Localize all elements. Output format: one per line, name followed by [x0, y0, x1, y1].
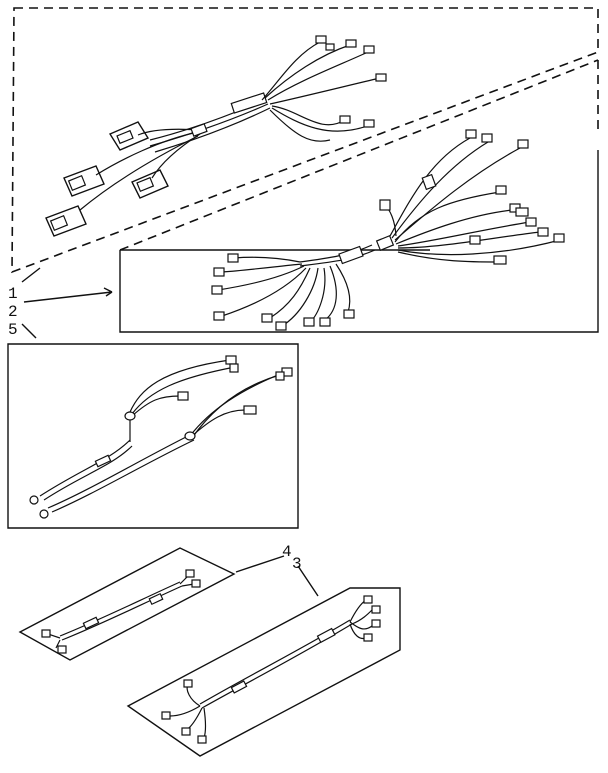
connector-block-d [45, 205, 87, 237]
part-1-group-border [11, 7, 599, 274]
leader-3 [297, 565, 319, 597]
connector-block-a [108, 121, 150, 151]
callout-2: 2 [8, 303, 18, 321]
harness-part-5 [29, 355, 293, 519]
harness-part-4 [41, 569, 201, 654]
harness-part-1 [45, 35, 387, 237]
part-2-group-border [596, 60, 599, 131]
callout-4: 4 [282, 543, 292, 561]
harness-part-3 [161, 595, 381, 744]
leader-2 [23, 291, 113, 303]
part-3-panel [126, 587, 401, 757]
connector-block-c [131, 169, 169, 199]
leader-5 [21, 323, 37, 339]
callout-5: 5 [8, 321, 18, 339]
connector-block-b [63, 165, 105, 197]
part-4-panel [18, 547, 236, 661]
leader-4 [235, 555, 285, 573]
harness-part-2 [211, 129, 565, 331]
callout-1: 1 [8, 285, 18, 303]
leader-1 [21, 267, 41, 283]
part-5-panel [7, 343, 299, 529]
callout-3: 3 [292, 555, 302, 573]
